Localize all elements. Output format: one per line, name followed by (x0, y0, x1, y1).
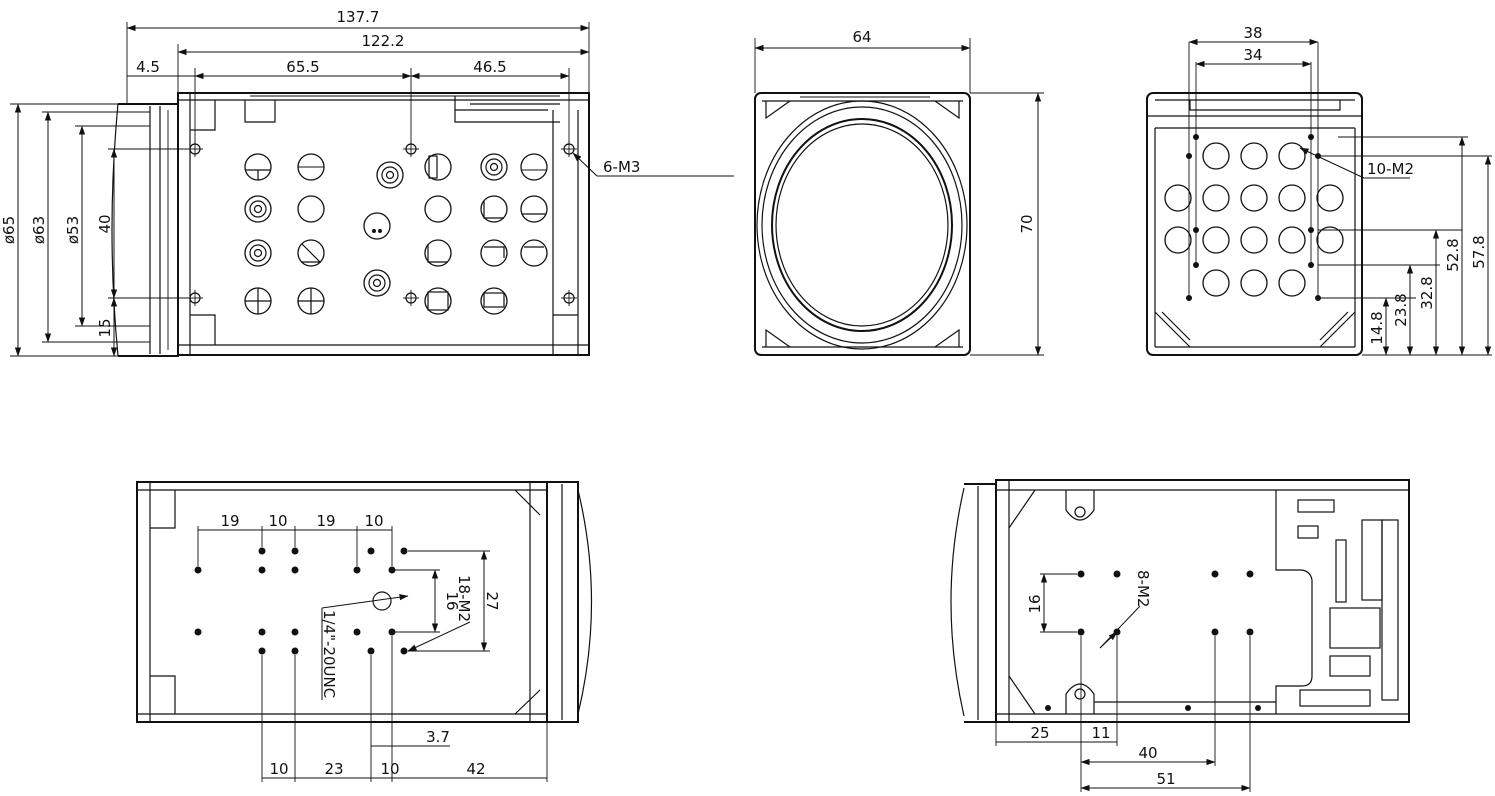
dim-diameter-outer: ø65 (0, 216, 18, 244)
opposite-side-view: 16 8-M2 25 11 40 51 (950, 479, 1410, 792)
dim-bottom-10c: 10 (269, 760, 288, 778)
callout-10-m2: 10-M2 (1367, 160, 1414, 178)
dim-hole-spacing-a: 65.5 (286, 58, 319, 76)
dim-side-25: 25 (1030, 724, 1049, 742)
callout-6-m3: 6-M3 (603, 158, 640, 176)
rear-vent-holes (1164, 142, 1344, 297)
dim-rear-38: 38 (1243, 24, 1262, 42)
dim-front-width: 64 (852, 28, 871, 46)
dim-bottom-42: 42 (466, 760, 485, 778)
bottom-view: 19 10 19 10 16 27 18-M2 1/4"-20UNC 3.7 1… (136, 481, 593, 782)
dim-bottom-16: 16 (443, 591, 461, 610)
dim-rear-32-8: 32.8 (1418, 276, 1436, 309)
dim-bottom-10d: 10 (380, 760, 399, 778)
rear-view: 38 34 10-M2 57.8 52.8 32.8 23.8 14.8 (1146, 24, 1492, 356)
dim-bottom-10b: 10 (364, 512, 383, 530)
side-view-top-dims: 137.7 122.2 4.5 65.5 46.5 ø65 ø63 (0, 8, 734, 357)
callout-8-m2: 8-M2 (1134, 570, 1152, 607)
dim-height-40: 40 (96, 214, 114, 233)
bottom-m2-holes (194, 547, 408, 655)
dim-bottom-19b: 19 (316, 512, 335, 530)
dim-hole-spacing-b: 46.5 (473, 58, 506, 76)
dim-bottom-27: 27 (483, 591, 501, 610)
dim-body-length: 122.2 (362, 32, 405, 50)
dim-diameter-53: ø53 (64, 216, 82, 244)
dim-height-15: 15 (96, 318, 114, 337)
dim-side-40: 40 (1138, 744, 1157, 762)
dim-rear-34: 34 (1243, 46, 1262, 64)
dim-diameter-63: ø63 (30, 216, 48, 244)
dim-rear-14-8: 14.8 (1368, 311, 1386, 344)
dim-side-16: 16 (1026, 594, 1044, 613)
dim-bottom-10a: 10 (268, 512, 287, 530)
side-view-top: 137.7 122.2 4.5 65.5 46.5 ø65 ø63 (0, 8, 734, 357)
dim-bottom-3-7: 3.7 (426, 728, 450, 746)
vent-holes (244, 153, 548, 315)
dim-rear-57-8: 57.8 (1470, 235, 1488, 268)
callout-tripod-thread: 1/4"-20UNC (320, 610, 338, 698)
dim-front-offset: 4.5 (136, 58, 160, 76)
front-view: 64 70 (754, 28, 1044, 356)
dim-bottom-19a: 19 (220, 512, 239, 530)
dim-front-height: 70 (1018, 214, 1036, 233)
dim-bottom-23: 23 (324, 760, 343, 778)
dim-overall-length: 137.7 (337, 8, 380, 26)
callout-18-m2: 18-M2 (455, 575, 473, 622)
dim-side-11: 11 (1091, 724, 1110, 742)
dim-side-51: 51 (1156, 770, 1175, 788)
side-m2-holes (1077, 570, 1254, 636)
dim-rear-52-8: 52.8 (1444, 238, 1462, 271)
dim-rear-23-8: 23.8 (1392, 293, 1410, 326)
